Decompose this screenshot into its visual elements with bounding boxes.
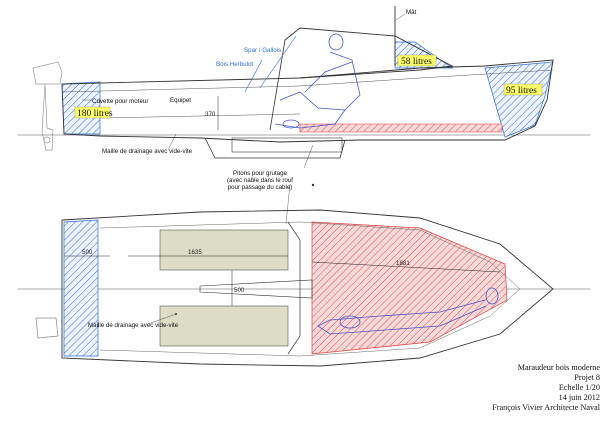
bench-lower [159,305,289,347]
title-date: 14 juin 2012 [558,393,600,402]
label-maille-side: Maille de drainage avec vide-vite [102,148,193,155]
label-herbulot: Bois Herbulot [216,61,253,68]
bench-upper [159,229,289,271]
stern-plan-hatch [63,219,99,357]
deck-inner-line [99,221,521,357]
piton-marker [311,183,315,187]
outboard-motor [32,61,63,151]
spar-line [259,35,297,89]
dim-1881: 1881 [396,260,410,267]
lying-person-figure [317,287,499,335]
label-pitons-2: (avec nable dans le rouf [227,177,293,184]
keel-box [204,137,346,159]
cockpit-floor [99,113,301,119]
leader-maille-side [167,133,177,151]
label-maille-plan: Maille de drainage avec vide-vite [88,322,179,329]
plan-view [18,209,590,367]
cabin-plan-front [287,221,301,355]
volume-bow-box [503,83,543,96]
dim-500-center: 500 [234,287,245,294]
volume-stern-box [74,106,111,119]
deck-red-hatch [299,123,503,133]
dim-370: 370 [205,111,216,118]
label-spar: Spar / Gallois [244,47,281,54]
title-block: Maraudeur bois moderne Projet 8 Echelle … [430,363,600,413]
label-equipet: Equipet [170,97,191,104]
volume-cabin-box [397,54,437,67]
ballast-box [231,137,343,153]
hull-plan-outline [61,209,554,367]
title-author: François Vivier Architecte Naval [492,403,600,412]
title-project-name: Maraudeur bois moderne [517,363,600,372]
hull-side-outline [61,59,554,143]
dim-1881-line [311,261,501,273]
label-cuvette: Cuvette pour moteur [92,98,148,105]
dim-500-left: 500 [82,249,93,256]
label-mat: Mât [406,9,417,16]
sheer-line [61,69,554,93]
label-pitons-3: pour passage du cable) [228,184,293,191]
outboard-plan [35,317,59,339]
centerboard-trunk [199,279,313,299]
title-scale: Echelle 1/20 [558,383,600,392]
dim-1635: 1635 [188,249,202,256]
seated-person-figure [274,33,361,129]
label-pitons-1: Pitons pour grutage [233,170,288,177]
volume-stern: 180 litres [77,109,113,119]
forward-plan-hatch [311,221,508,355]
volume-bow: 95 litres [506,86,537,96]
plan-marker [175,313,177,315]
herbulot-line [244,59,263,93]
leader-mat [395,13,406,21]
title-project-number: Projet 8 [574,373,600,382]
leader-maille-plan [147,313,177,325]
cabin-outline [284,27,454,79]
leader-pitons [303,144,314,169]
leader-pitons-2 [285,183,291,225]
volume-cabin: 58 litres [401,57,432,67]
